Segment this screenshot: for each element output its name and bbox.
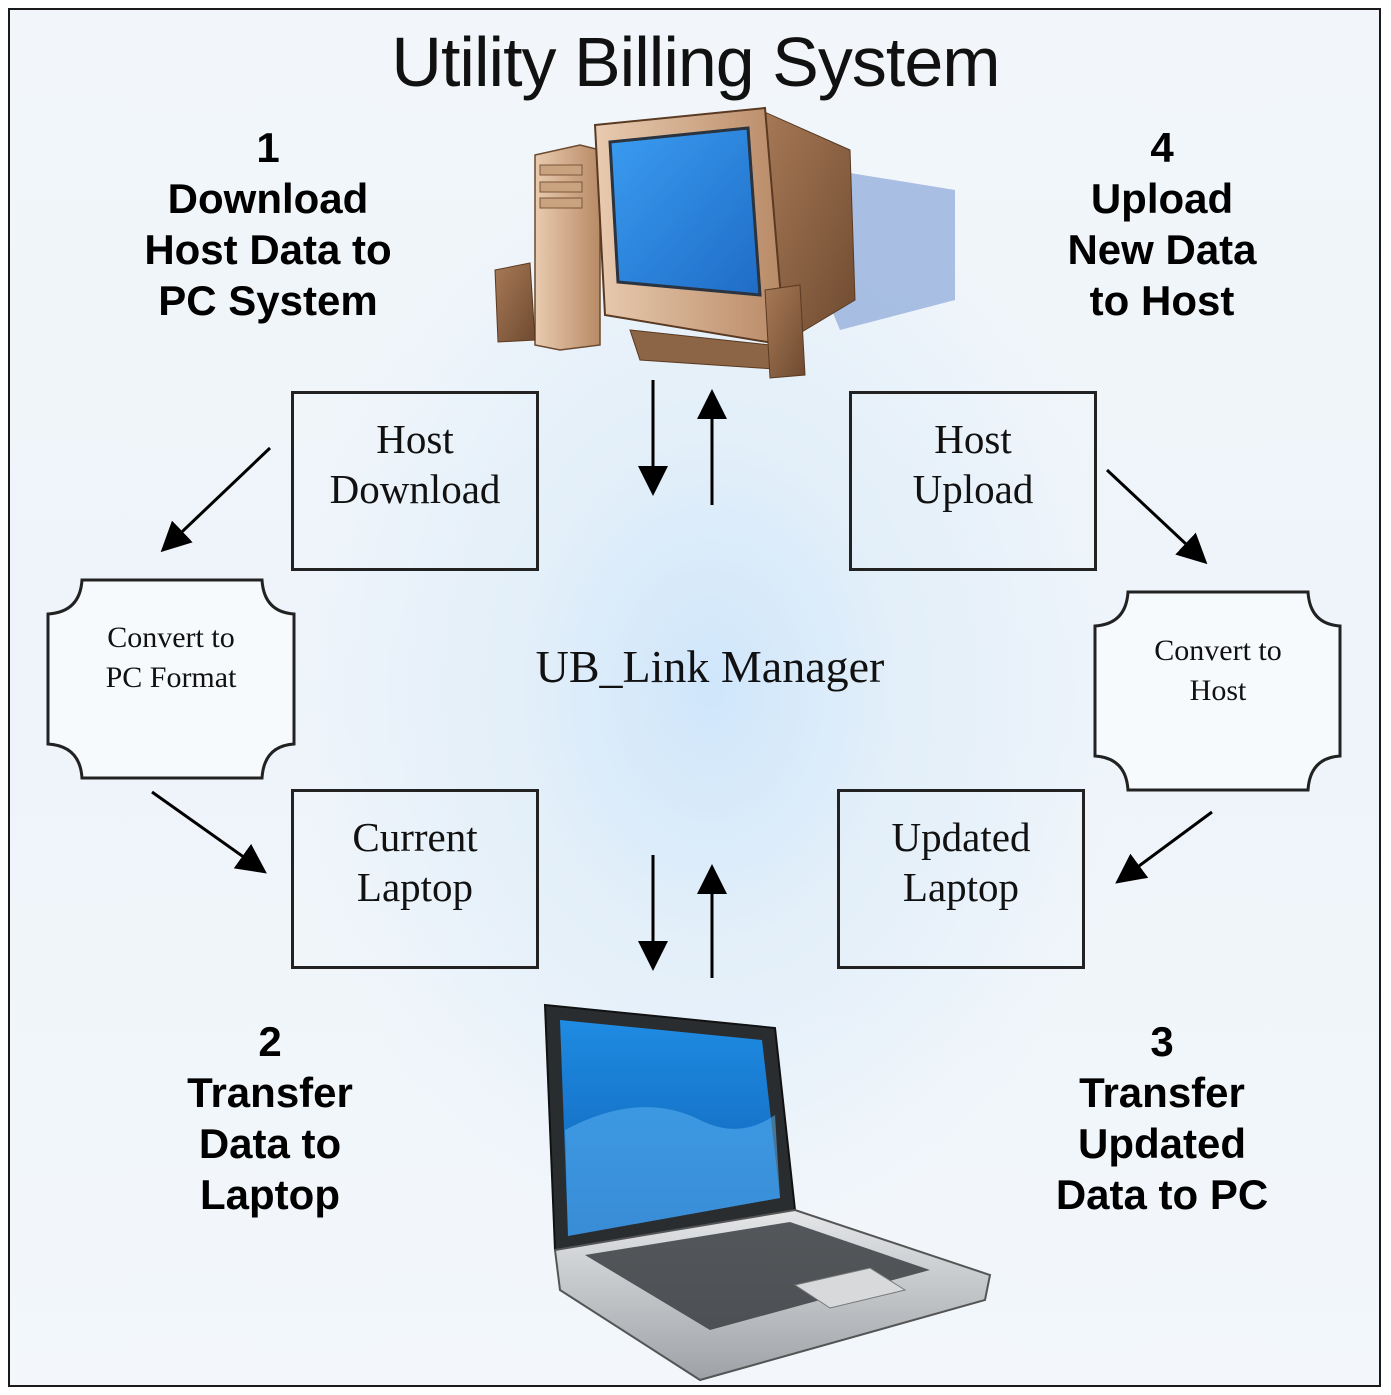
host-upload-box: Host Upload <box>849 391 1097 571</box>
convert-to-pc-label: Convert to PC Format <box>105 621 237 694</box>
diagram-title: Utility Billing System <box>391 23 1000 101</box>
convert-to-host-label: Convert to Host <box>1154 634 1282 707</box>
step-2-text: Transfer Data to Laptop <box>187 1069 353 1218</box>
center-label: UB_Link Manager <box>535 641 885 692</box>
arrow-upload-to-convert <box>1105 468 1208 565</box>
step-2: 2 Transfer Data to Laptop <box>90 1016 450 1220</box>
updated-laptop-box: Updated Laptop <box>837 789 1085 969</box>
host-download-box: Host Download <box>291 391 539 571</box>
arrow-convert-to-updated-laptop <box>1115 810 1213 884</box>
step-4-number: 4 <box>1150 124 1174 171</box>
step-4: 4 Upload New Data to Host <box>982 122 1342 326</box>
current-laptop-box: Current Laptop <box>291 789 539 969</box>
step-4-text: Upload New Data to Host <box>1067 175 1257 324</box>
convert-to-host-shape <box>1093 590 1342 792</box>
step-1-text: Download Host Data to PC System <box>144 175 392 324</box>
step-3-number: 3 <box>1150 1018 1174 1065</box>
convert-to-pc-shape <box>46 578 296 780</box>
arrow-convert-to-current-laptop <box>151 790 267 874</box>
step-1-number: 1 <box>256 124 280 171</box>
arrow-download-to-convert <box>160 446 272 553</box>
step-3-text: Transfer Updated Data to PC <box>1055 1069 1269 1218</box>
step-3: 3 Transfer Updated Data to PC <box>982 1016 1342 1220</box>
step-2-number: 2 <box>258 1018 282 1065</box>
step-1: 1 Download Host Data to PC System <box>88 122 448 326</box>
